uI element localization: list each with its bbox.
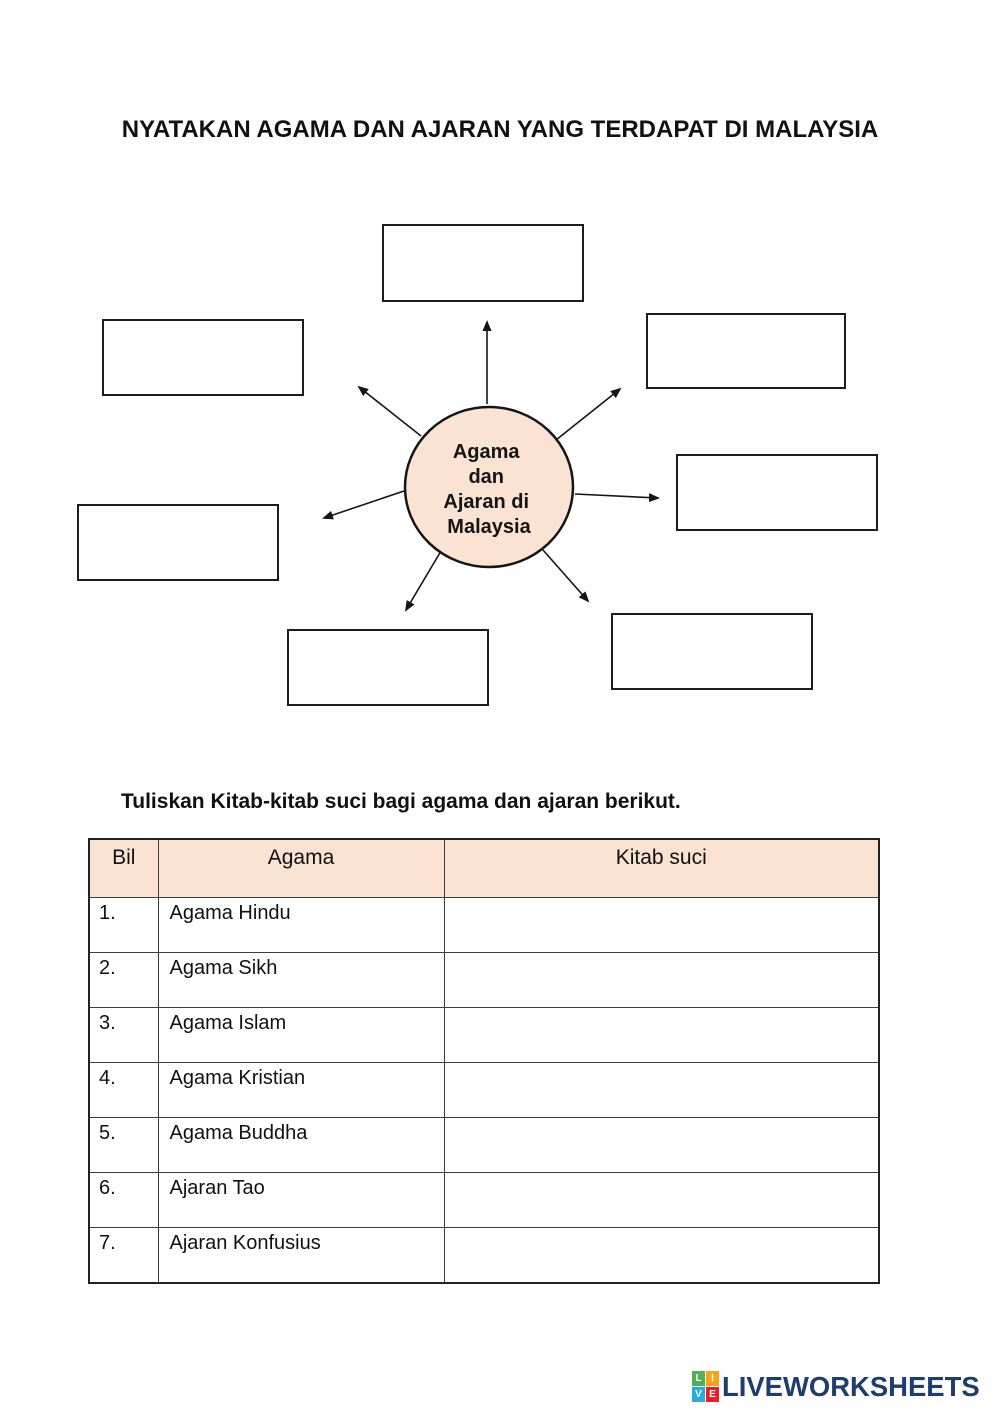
arrow-up-left — [357, 385, 422, 437]
table-row: 6. Ajaran Tao — [88, 1172, 880, 1228]
arrow-up-right — [555, 387, 622, 441]
kitab-suci-answer[interactable] — [443, 1062, 880, 1118]
table-row: 4. Agama Kristian — [88, 1062, 880, 1118]
arrow-down-right — [542, 549, 590, 603]
center-topic-circle — [403, 405, 575, 569]
answer-box-top-right[interactable] — [646, 313, 846, 389]
kitab-suci-answer[interactable] — [443, 1227, 880, 1284]
table-row: 5. Agama Buddha — [88, 1117, 880, 1173]
kitab-suci-answer[interactable] — [443, 1172, 880, 1228]
agama-cell: Agama Islam — [157, 1007, 445, 1063]
answer-box-bottom-left[interactable] — [287, 629, 489, 706]
header-bil: Bil — [88, 838, 159, 898]
logo-square-e: E — [706, 1387, 719, 1402]
kitab-suci-answer[interactable] — [443, 897, 880, 953]
answer-box-left[interactable] — [77, 504, 279, 581]
worksheet-title: NYATAKAN AGAMA DAN AJARAN YANG TERDAPAT … — [121, 116, 879, 143]
bil-cell: 6. — [88, 1172, 159, 1228]
arrow-down-left — [404, 550, 442, 612]
answer-box-right[interactable] — [676, 454, 878, 531]
kitab-suci-answer[interactable] — [443, 1117, 880, 1173]
liveworksheets-logo[interactable]: L I V E LIVEWORKSHEETS — [692, 1370, 985, 1403]
agama-cell: Agama Sikh — [157, 952, 445, 1008]
table-header-row: Bil Agama Kitab suci — [88, 838, 880, 898]
liveworksheets-logo-icon: L I V E — [692, 1371, 719, 1402]
table-row: 7. Ajaran Konfusius — [88, 1227, 880, 1284]
answer-box-bottom-right[interactable] — [611, 613, 813, 690]
section-instruction: Tuliskan Kitab-kitab suci bagi agama dan… — [121, 790, 681, 813]
agama-cell: Agama Hindu — [157, 897, 445, 953]
logo-square-l: L — [692, 1371, 705, 1386]
mind-map-diagram: Agama dan Ajaran di Malaysia — [77, 224, 878, 706]
header-kitab: Kitab suci — [443, 838, 880, 898]
bil-cell: 1. — [88, 897, 159, 953]
agama-cell: Ajaran Konfusius — [157, 1227, 445, 1284]
table-row: 2. Agama Sikh — [88, 952, 880, 1008]
header-agama: Agama — [157, 838, 445, 898]
kitab-suci-answer[interactable] — [443, 1007, 880, 1063]
agama-cell: Ajaran Tao — [157, 1172, 445, 1228]
liveworksheets-logo-text: LIVEWORKSHEETS — [722, 1371, 980, 1402]
agama-cell: Agama Kristian — [157, 1062, 445, 1118]
arrow-left — [322, 490, 405, 520]
answer-box-top-left[interactable] — [102, 319, 304, 396]
table-row: 3. Agama Islam — [88, 1007, 880, 1063]
bil-cell: 2. — [88, 952, 159, 1008]
bil-cell: 3. — [88, 1007, 159, 1063]
agama-cell: Agama Buddha — [157, 1117, 445, 1173]
bil-cell: 4. — [88, 1062, 159, 1118]
kitab-suci-answer[interactable] — [443, 952, 880, 1008]
arrow-right — [574, 493, 660, 503]
bil-cell: 7. — [88, 1227, 159, 1284]
logo-square-i: I — [706, 1371, 719, 1386]
center-topic-text: Agama dan Ajaran di Malaysia — [443, 441, 534, 538]
bil-cell: 5. — [88, 1117, 159, 1173]
table-row: 1. Agama Hindu — [88, 897, 880, 953]
logo-square-v: V — [692, 1387, 705, 1402]
kitab-suci-table: Bil Agama Kitab suci 1. Agama Hindu 2. A… — [88, 838, 880, 1284]
answer-box-top[interactable] — [382, 224, 584, 302]
